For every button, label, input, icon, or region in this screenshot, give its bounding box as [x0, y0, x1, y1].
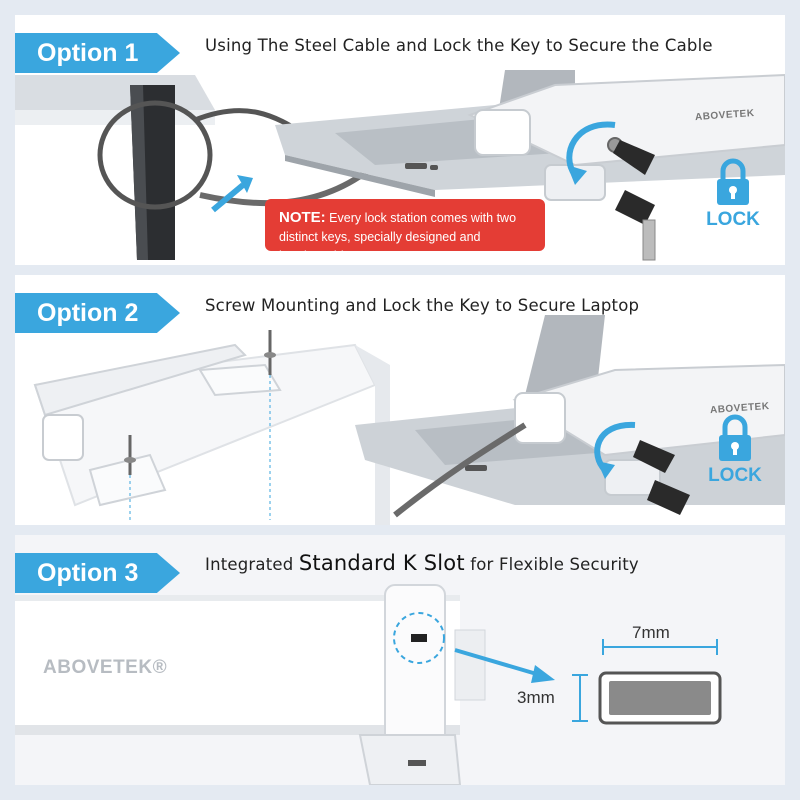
option-1-illustration: [15, 70, 785, 261]
option-3-headline: Integrated Standard K Slot for Flexible …: [205, 551, 639, 575]
option-1-headline: Using The Steel Cable and Lock the Key t…: [205, 36, 713, 55]
option-1-tag: Option 1: [15, 33, 180, 73]
note-box: NOTE: Every lock station comes with two …: [265, 199, 545, 263]
lock-icon: [719, 414, 751, 461]
slot-height-label: 3mm: [517, 688, 555, 707]
option-2-panel: Option 2 Screw Mounting and Lock the Key…: [15, 275, 785, 525]
note-line-2: distinct keys, specially designed and ir…: [279, 230, 481, 263]
headline-post: for Flexible Security: [470, 555, 639, 574]
option-2-headline: Screw Mounting and Lock the Key to Secur…: [205, 296, 640, 315]
note-label: NOTE:: [279, 209, 326, 226]
lock-label: LOCK: [706, 209, 760, 230]
lock-badge: LOCK: [700, 413, 770, 487]
lock-badge: LOCK: [698, 157, 768, 231]
slot-width-label: 7mm: [632, 623, 670, 642]
brand-logo: ABOVETEK®: [43, 657, 168, 678]
option-3-panel: Option 3 Integrated Standard K Slot for …: [15, 535, 785, 785]
option-2-illustration: [33, 315, 785, 525]
option-1-panel: Option 1 Using The Steel Cable and Lock …: [15, 15, 785, 265]
headline-pre: Integrated: [205, 555, 294, 574]
note-line-1: Every lock station comes with two: [329, 211, 517, 225]
headline-emphasis: Standard K Slot: [298, 551, 465, 575]
lock-label: LOCK: [708, 465, 762, 486]
option-3-tag: Option 3: [15, 553, 180, 593]
lock-icon: [717, 158, 749, 205]
option-2-tag: Option 2: [15, 293, 180, 333]
option-3-illustration: [15, 584, 722, 785]
